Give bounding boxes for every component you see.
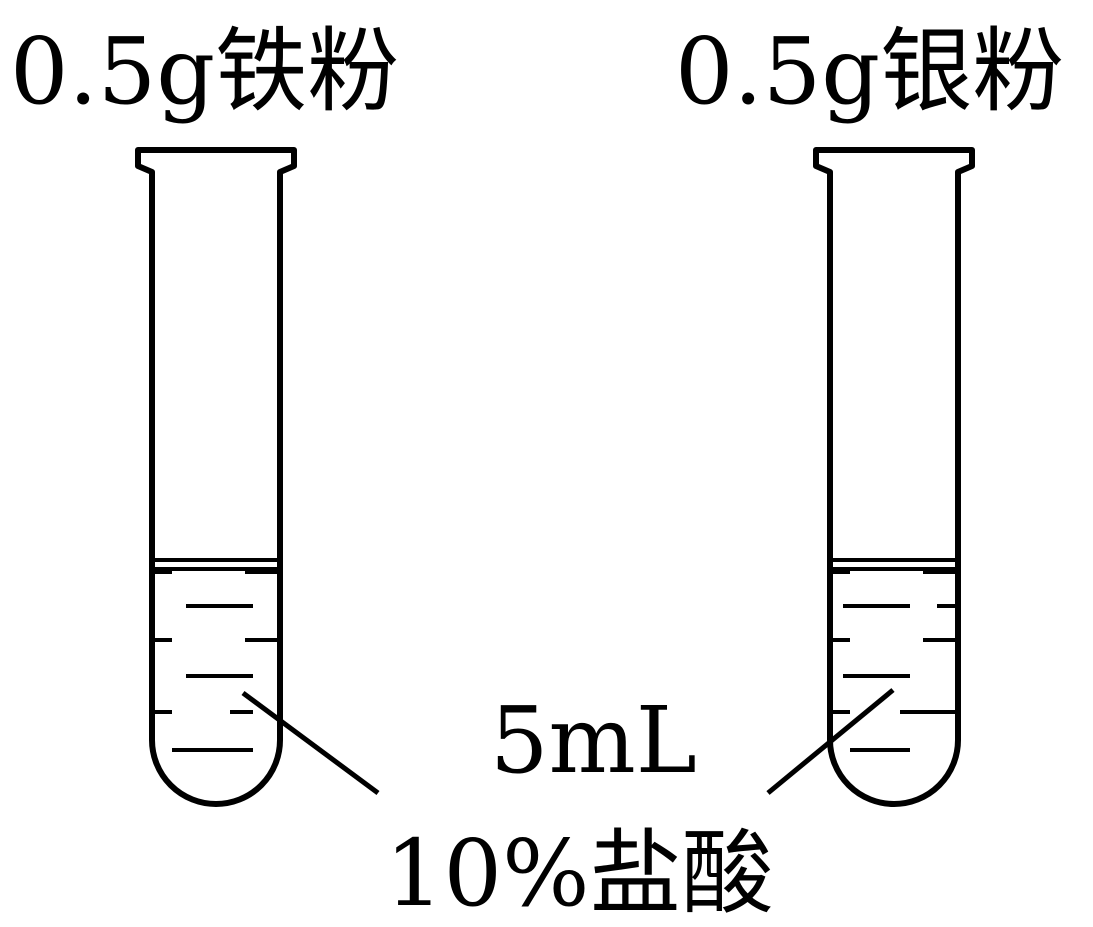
right-tube-label: 0.5g银粉 [675, 18, 1064, 125]
right-test-tube [766, 147, 975, 807]
left-test-tube [135, 147, 380, 807]
right-tube-outline [813, 147, 975, 807]
right-liquid-dashes [831, 570, 957, 752]
left-tube-label: 0.5g铁粉 [10, 18, 399, 125]
volume-label: 5mL [490, 687, 697, 794]
solution-label: 10%盐酸 [385, 820, 774, 927]
right-pointer-line [766, 688, 895, 795]
left-liquid-dashes [153, 570, 279, 752]
left-tube-outline [135, 147, 297, 807]
left-pointer-line [241, 690, 380, 796]
